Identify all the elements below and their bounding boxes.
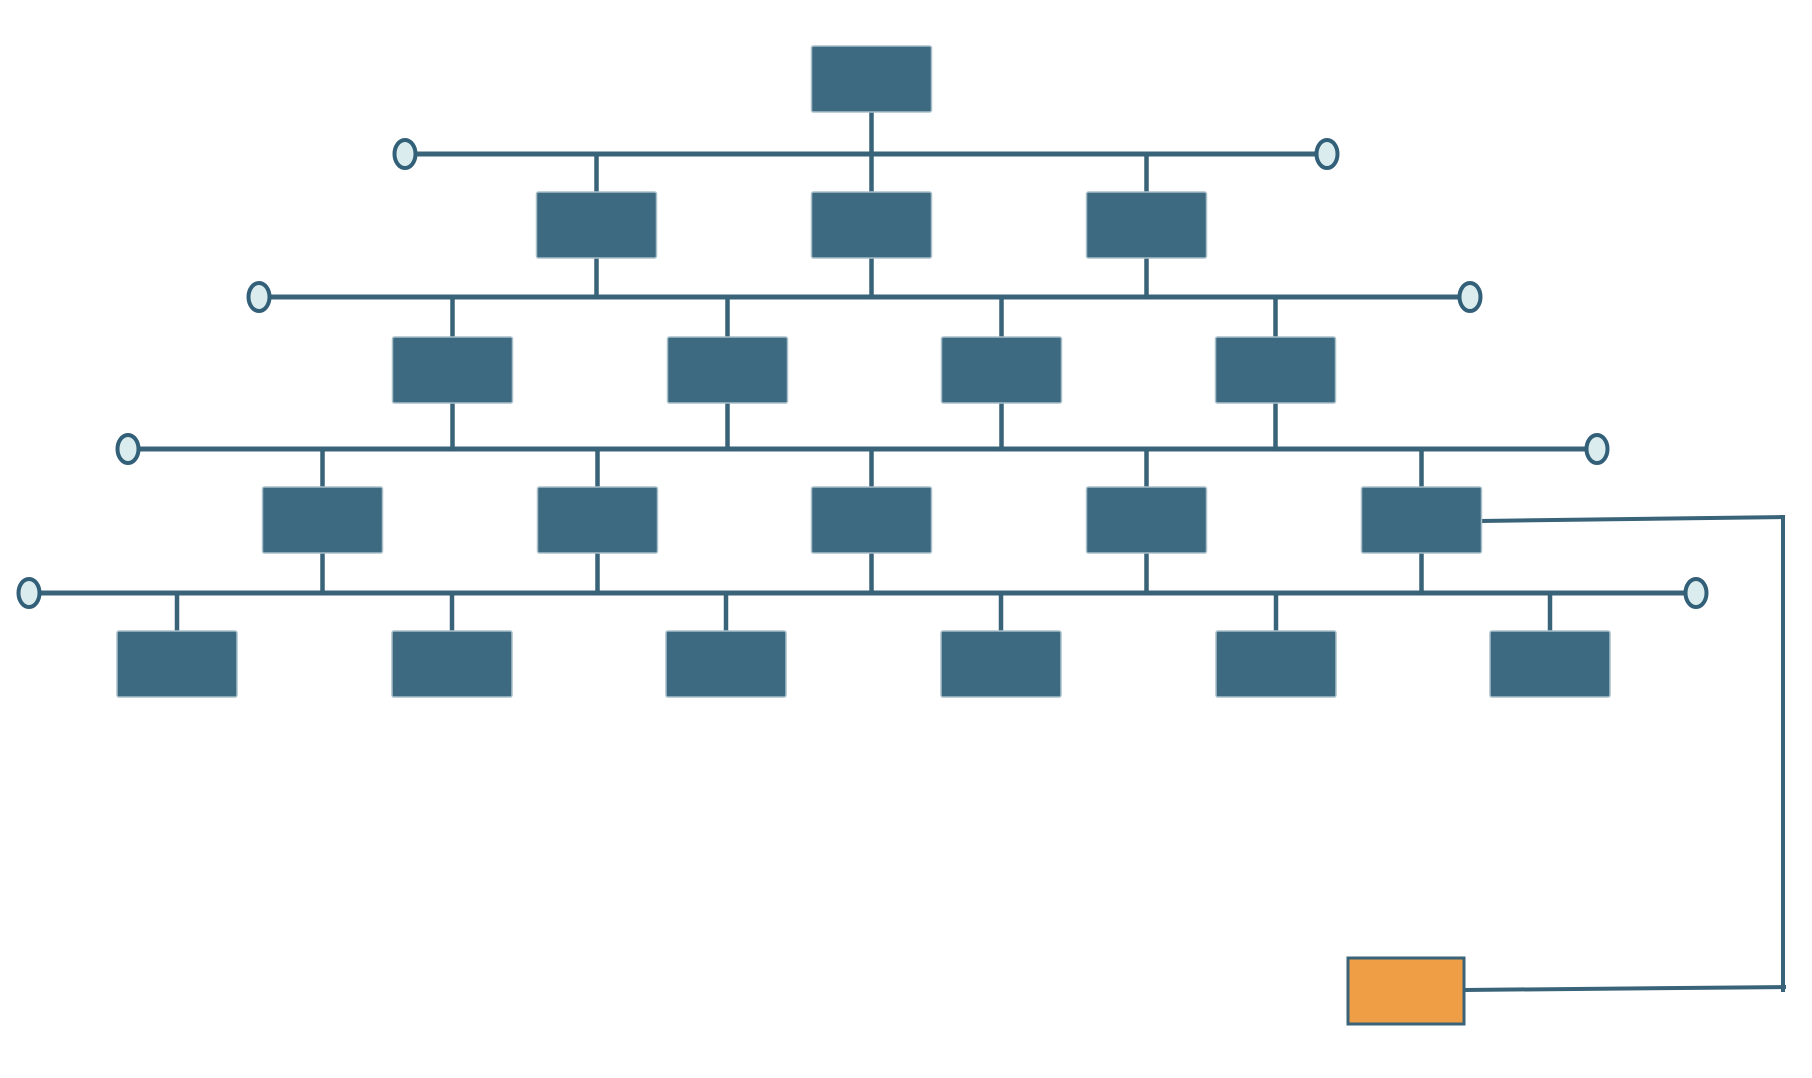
org-node-level-5-5[interactable] [1215, 630, 1337, 698]
org-node-level-5-3[interactable] [665, 630, 787, 698]
org-node-level-1-1[interactable] [810, 45, 933, 113]
org-node-level-5-4[interactable] [940, 630, 1062, 698]
org-node-level-3-3[interactable] [940, 336, 1063, 404]
org-node-level-4-1[interactable] [261, 486, 384, 554]
bus-endpoint-circle-4-right [1683, 577, 1709, 609]
org-node-level-4-2[interactable] [536, 486, 659, 554]
bus-endpoint-circle-2-left [246, 281, 272, 313]
org-node-level-3-1[interactable] [391, 336, 514, 404]
org-node-level-4-3[interactable] [810, 486, 933, 554]
org-node-level-3-4[interactable] [1214, 336, 1337, 404]
bus-endpoint-circle-1-right [1314, 138, 1340, 170]
org-node-level-3-2[interactable] [666, 336, 789, 404]
org-node-level-5-6[interactable] [1489, 630, 1611, 698]
org-node-level-2-3[interactable] [1085, 191, 1208, 259]
org-node-level-5-1[interactable] [116, 630, 238, 698]
org-node-level-5-2[interactable] [391, 630, 513, 698]
bus-endpoint-circle-3-left [115, 433, 141, 465]
bus-endpoint-circle-4-left [16, 577, 42, 609]
reroute-connector [1463, 985, 1787, 992]
org-node-level-2-2[interactable] [810, 191, 933, 259]
highlighted-node[interactable] [1346, 956, 1466, 1026]
reroute-connector [1480, 515, 1785, 523]
bus-endpoint-circle-2-right [1457, 281, 1483, 313]
org-node-level-2-1[interactable] [535, 191, 658, 259]
org-node-level-4-5[interactable] [1360, 486, 1483, 554]
bus-endpoint-circle-1-left [392, 138, 418, 170]
org-node-level-4-4[interactable] [1085, 486, 1208, 554]
bus-endpoint-circle-3-right [1584, 433, 1610, 465]
